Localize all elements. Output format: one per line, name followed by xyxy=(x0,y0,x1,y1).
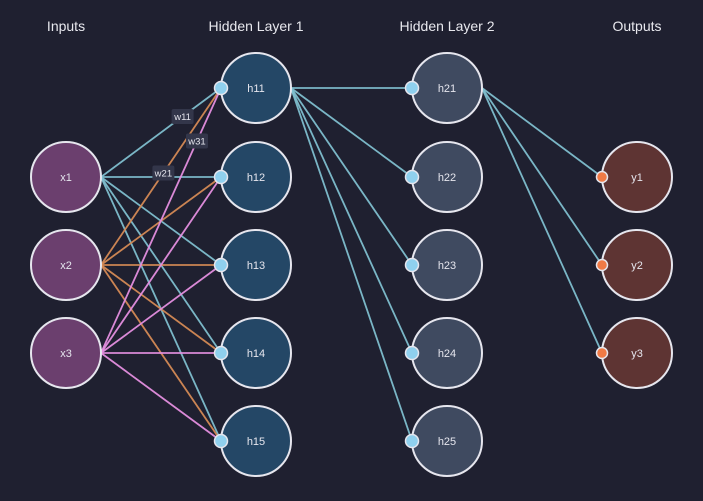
weight-label-box xyxy=(152,165,175,181)
node-x1: x1 xyxy=(30,141,102,213)
node-label-x3: x3 xyxy=(60,348,72,360)
input-port-h21 xyxy=(404,80,420,96)
edge-h21-y3 xyxy=(481,87,603,354)
layer-title-hidden-1: Hidden Layer 1 xyxy=(208,18,304,34)
input-port-y3 xyxy=(595,346,609,360)
layer-title-hidden-2: Hidden Layer 2 xyxy=(399,18,495,34)
weight-label-box xyxy=(186,133,208,149)
weight-label-box xyxy=(171,108,194,124)
node-label-h22: h22 xyxy=(438,172,456,184)
node-h11: h11 xyxy=(213,52,292,124)
node-circle-x1 xyxy=(30,141,102,213)
node-label-h15: h15 xyxy=(247,436,265,448)
layer-title-outputs: Outputs xyxy=(612,18,662,34)
node-label-x1: x1 xyxy=(60,172,72,184)
weight-label-text: w21 xyxy=(154,168,172,179)
node-label-h14: h14 xyxy=(247,348,265,360)
edge-h21-y2 xyxy=(481,87,603,266)
input-port-h12 xyxy=(213,169,229,185)
node-h12: h12 xyxy=(213,141,292,213)
input-port-h15 xyxy=(213,433,229,449)
input-port-h24 xyxy=(404,345,420,361)
node-x3: x3 xyxy=(30,317,102,389)
input-port-y2 xyxy=(595,258,609,272)
edge-x1-h11 xyxy=(100,87,222,178)
edge-h11-h25 xyxy=(290,87,413,442)
input-port-h25 xyxy=(404,433,420,449)
weight-labels-group: w11 w21 w31 xyxy=(152,108,208,181)
node-label-y1: y1 xyxy=(631,172,643,184)
node-h21: h21 xyxy=(404,52,483,124)
weight-label-w31: w31 xyxy=(186,133,208,149)
node-h13: h13 xyxy=(213,229,292,301)
edge-h11-h22 xyxy=(290,87,413,178)
weight-label-text: w31 xyxy=(187,137,205,148)
edge-x3-h11 xyxy=(100,87,222,354)
input-port-h11 xyxy=(213,80,229,96)
layer-title-inputs: Inputs xyxy=(46,18,86,34)
node-label-h13: h13 xyxy=(247,260,265,272)
node-label-h11: h11 xyxy=(247,83,265,95)
input-port-y1 xyxy=(595,170,609,184)
input-port-h13 xyxy=(213,257,229,273)
node-h15: h15 xyxy=(213,405,292,477)
weight-label-w21: w21 xyxy=(152,165,175,181)
node-y2: y2 xyxy=(595,229,673,301)
node-label-h12: h12 xyxy=(247,172,265,184)
edge-h11-h23 xyxy=(290,87,413,266)
edge-x3-h12 xyxy=(100,176,222,354)
node-y1: y1 xyxy=(595,141,673,213)
node-h23: h23 xyxy=(404,229,483,301)
node-label-h23: h23 xyxy=(438,260,456,272)
edge-x3-h13 xyxy=(100,264,222,354)
node-label-x2: x2 xyxy=(60,260,72,272)
input-port-h23 xyxy=(404,257,420,273)
nodes-group: x1 x2 x3 h11 h12 h13 h14 h15 h21 h22 h23 h24 h25 y1 y2… xyxy=(30,52,673,477)
node-label-h21: h21 xyxy=(438,83,456,95)
connections-group xyxy=(100,87,603,442)
edge-x3-h15 xyxy=(100,352,222,442)
node-label-y3: y3 xyxy=(631,348,643,360)
node-circle-x2 xyxy=(30,229,102,301)
weight-label-w11: w11 xyxy=(171,108,194,124)
node-label-y2: y2 xyxy=(631,260,643,272)
input-port-h14 xyxy=(213,345,229,361)
node-x2: x2 xyxy=(30,229,102,301)
node-h22: h22 xyxy=(404,141,483,213)
node-label-h25: h25 xyxy=(438,436,456,448)
edge-h21-y1 xyxy=(481,87,603,178)
input-port-h22 xyxy=(404,169,420,185)
node-h25: h25 xyxy=(404,405,483,477)
node-h24: h24 xyxy=(404,317,483,389)
weight-label-text: w11 xyxy=(173,112,191,123)
node-y3: y3 xyxy=(595,317,673,389)
node-label-h24: h24 xyxy=(438,348,456,360)
node-h14: h14 xyxy=(213,317,292,389)
node-circle-x3 xyxy=(30,317,102,389)
edge-h11-h24 xyxy=(290,87,413,354)
